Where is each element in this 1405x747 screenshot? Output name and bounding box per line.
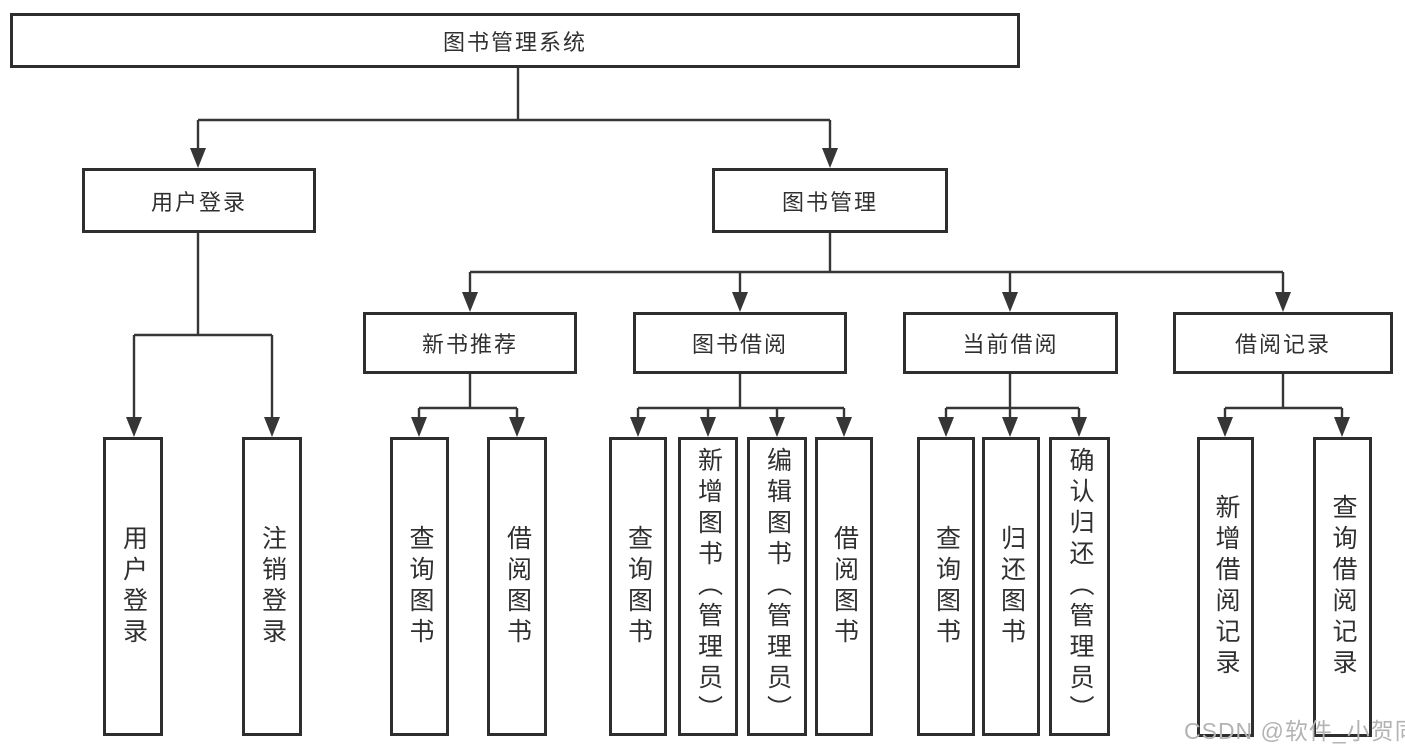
- leaf-label: 查询图书: [406, 524, 434, 649]
- leaf-borrow-borrow-books: 借阅图书: [815, 437, 873, 736]
- leaf-return-books: 归还图书: [982, 437, 1040, 736]
- leaf-label: 查询借阅记录: [1329, 494, 1357, 680]
- node-book-management: 图书管理: [712, 168, 948, 233]
- leaf-label: 用户登录: [119, 524, 148, 649]
- leaf-label: 借阅图书: [503, 524, 532, 649]
- leaf-query-borrow-record: 查询借阅记录: [1313, 437, 1372, 737]
- leaf-logout: 注销登录: [242, 437, 302, 736]
- node-current-borrowing: 当前借阅: [903, 312, 1118, 374]
- node-book-borrowing: 图书借阅: [633, 312, 847, 374]
- leaf-label: 查询图书: [932, 524, 961, 649]
- leaf-label: 确认归还（管理员）: [1066, 447, 1094, 726]
- leaf-recommend-query-books: 查询图书: [390, 437, 449, 736]
- node-user-login: 用户登录: [82, 168, 316, 233]
- node-label: 借阅记录: [1234, 332, 1331, 357]
- node-borrowing-records: 借阅记录: [1173, 312, 1393, 374]
- leaf-label: 归还图书: [997, 524, 1026, 649]
- node-new-book-recommendation: 新书推荐: [363, 312, 577, 374]
- csdn-watermark: CSDN @软件_小贺同学: [1184, 718, 1405, 744]
- leaf-current-query-books: 查询图书: [917, 437, 975, 736]
- leaf-label: 查询图书: [624, 524, 653, 649]
- leaf-add-books-admin: 新增图书（管理员）: [678, 437, 738, 736]
- node-label: 当前借阅: [962, 332, 1059, 357]
- leaf-label: 借阅图书: [830, 524, 859, 649]
- node-label: 新书推荐: [421, 332, 518, 357]
- leaf-user-login: 用户登录: [103, 437, 163, 736]
- node-label: 图书管理: [781, 189, 878, 215]
- node-label: 图书借阅: [691, 332, 788, 357]
- leaf-add-borrow-record: 新增借阅记录: [1197, 437, 1254, 737]
- leaf-label: 新增图书（管理员）: [694, 447, 723, 726]
- leaf-label: 注销登录: [258, 524, 287, 649]
- node-library-management-system: 图书管理系统: [10, 13, 1020, 68]
- leaf-label: 新增借阅记录: [1212, 494, 1240, 680]
- leaf-recommend-borrow-books: 借阅图书: [487, 437, 547, 736]
- leaf-label: 编辑图书（管理员）: [763, 447, 792, 726]
- leaf-borrow-query-books: 查询图书: [609, 437, 667, 736]
- leaf-confirm-return-admin: 确认归还（管理员）: [1049, 437, 1110, 736]
- node-label: 用户登录: [150, 189, 247, 215]
- leaf-edit-books-admin: 编辑图书（管理员）: [747, 437, 807, 736]
- node-label: 图书管理系统: [442, 29, 587, 55]
